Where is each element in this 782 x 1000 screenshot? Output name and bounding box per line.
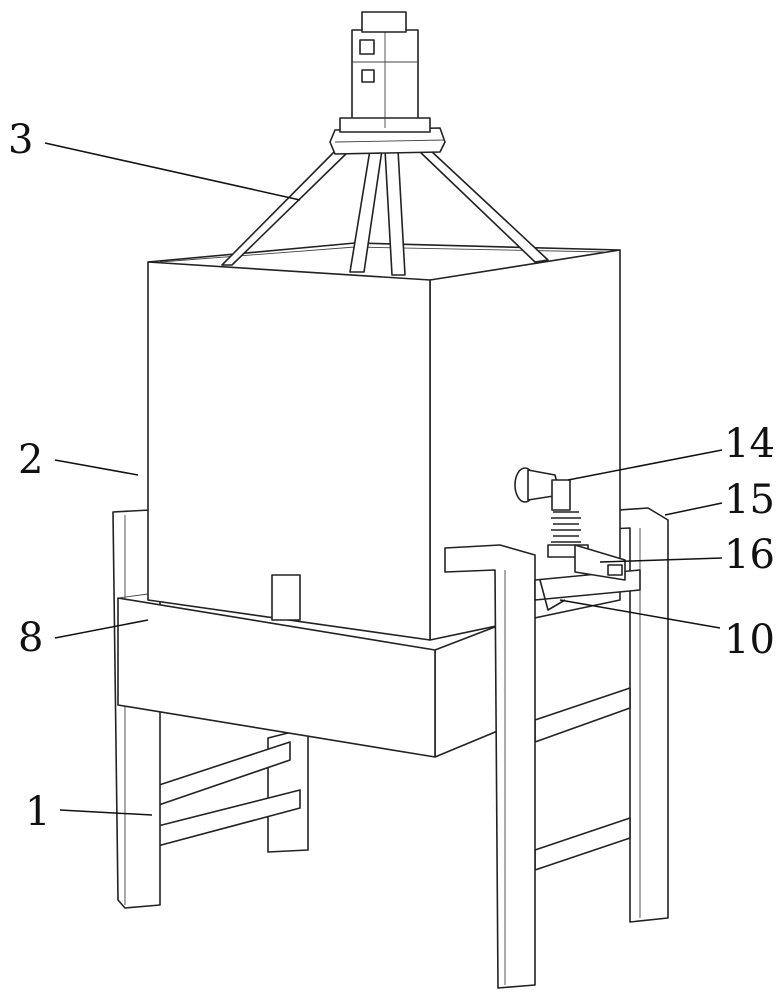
motor xyxy=(339,11,431,133)
support-struts xyxy=(221,127,549,276)
part-label-14: 14 xyxy=(724,421,775,467)
part-label-2: 2 xyxy=(18,437,44,483)
part-label-16: 16 xyxy=(724,532,775,578)
part-label-3: 3 xyxy=(8,117,34,163)
leader-lines xyxy=(44,142,723,816)
part-label-15: 15 xyxy=(724,477,775,523)
valve-assembly xyxy=(514,467,626,611)
tray xyxy=(117,593,501,758)
part-label-8: 8 xyxy=(18,615,44,661)
part-label-1: 1 xyxy=(25,789,51,835)
part-label-10: 10 xyxy=(724,617,775,663)
